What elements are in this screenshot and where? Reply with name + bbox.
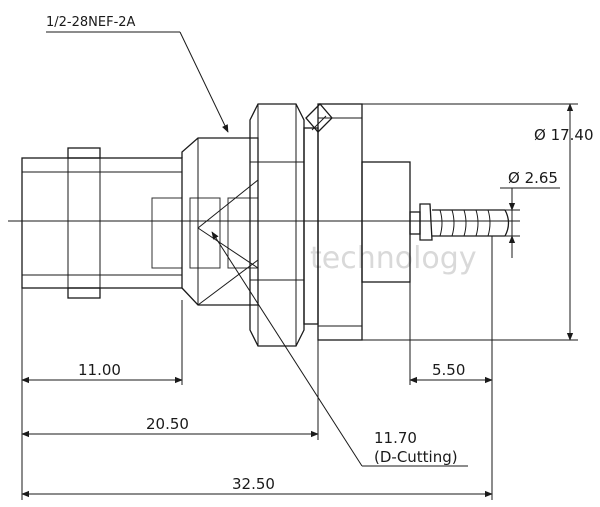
watermark-text: technology [310,241,477,276]
label-dim-550: 5.50 [432,361,465,379]
dimension-lines [21,103,574,498]
bnc-body [21,147,183,299]
label-dim-2050: 20.50 [146,415,189,433]
label-dia-pin: Ø 2.65 [508,169,558,187]
label-dcut-1: 11.70 [374,429,417,447]
extension-lines [21,103,578,500]
solder-pin [409,203,510,241]
hex-nut [249,103,305,347]
flange [317,103,363,341]
label-dim-11: 11.00 [78,361,121,379]
label-dia-body: Ø 17.40 [534,126,594,144]
label-dim-3250: 32.50 [232,475,275,493]
label-thread: 1/2-28NEF-2A [46,15,136,30]
leader-lines [46,31,468,467]
label-dcut-2: (D-Cutting) [374,448,458,466]
